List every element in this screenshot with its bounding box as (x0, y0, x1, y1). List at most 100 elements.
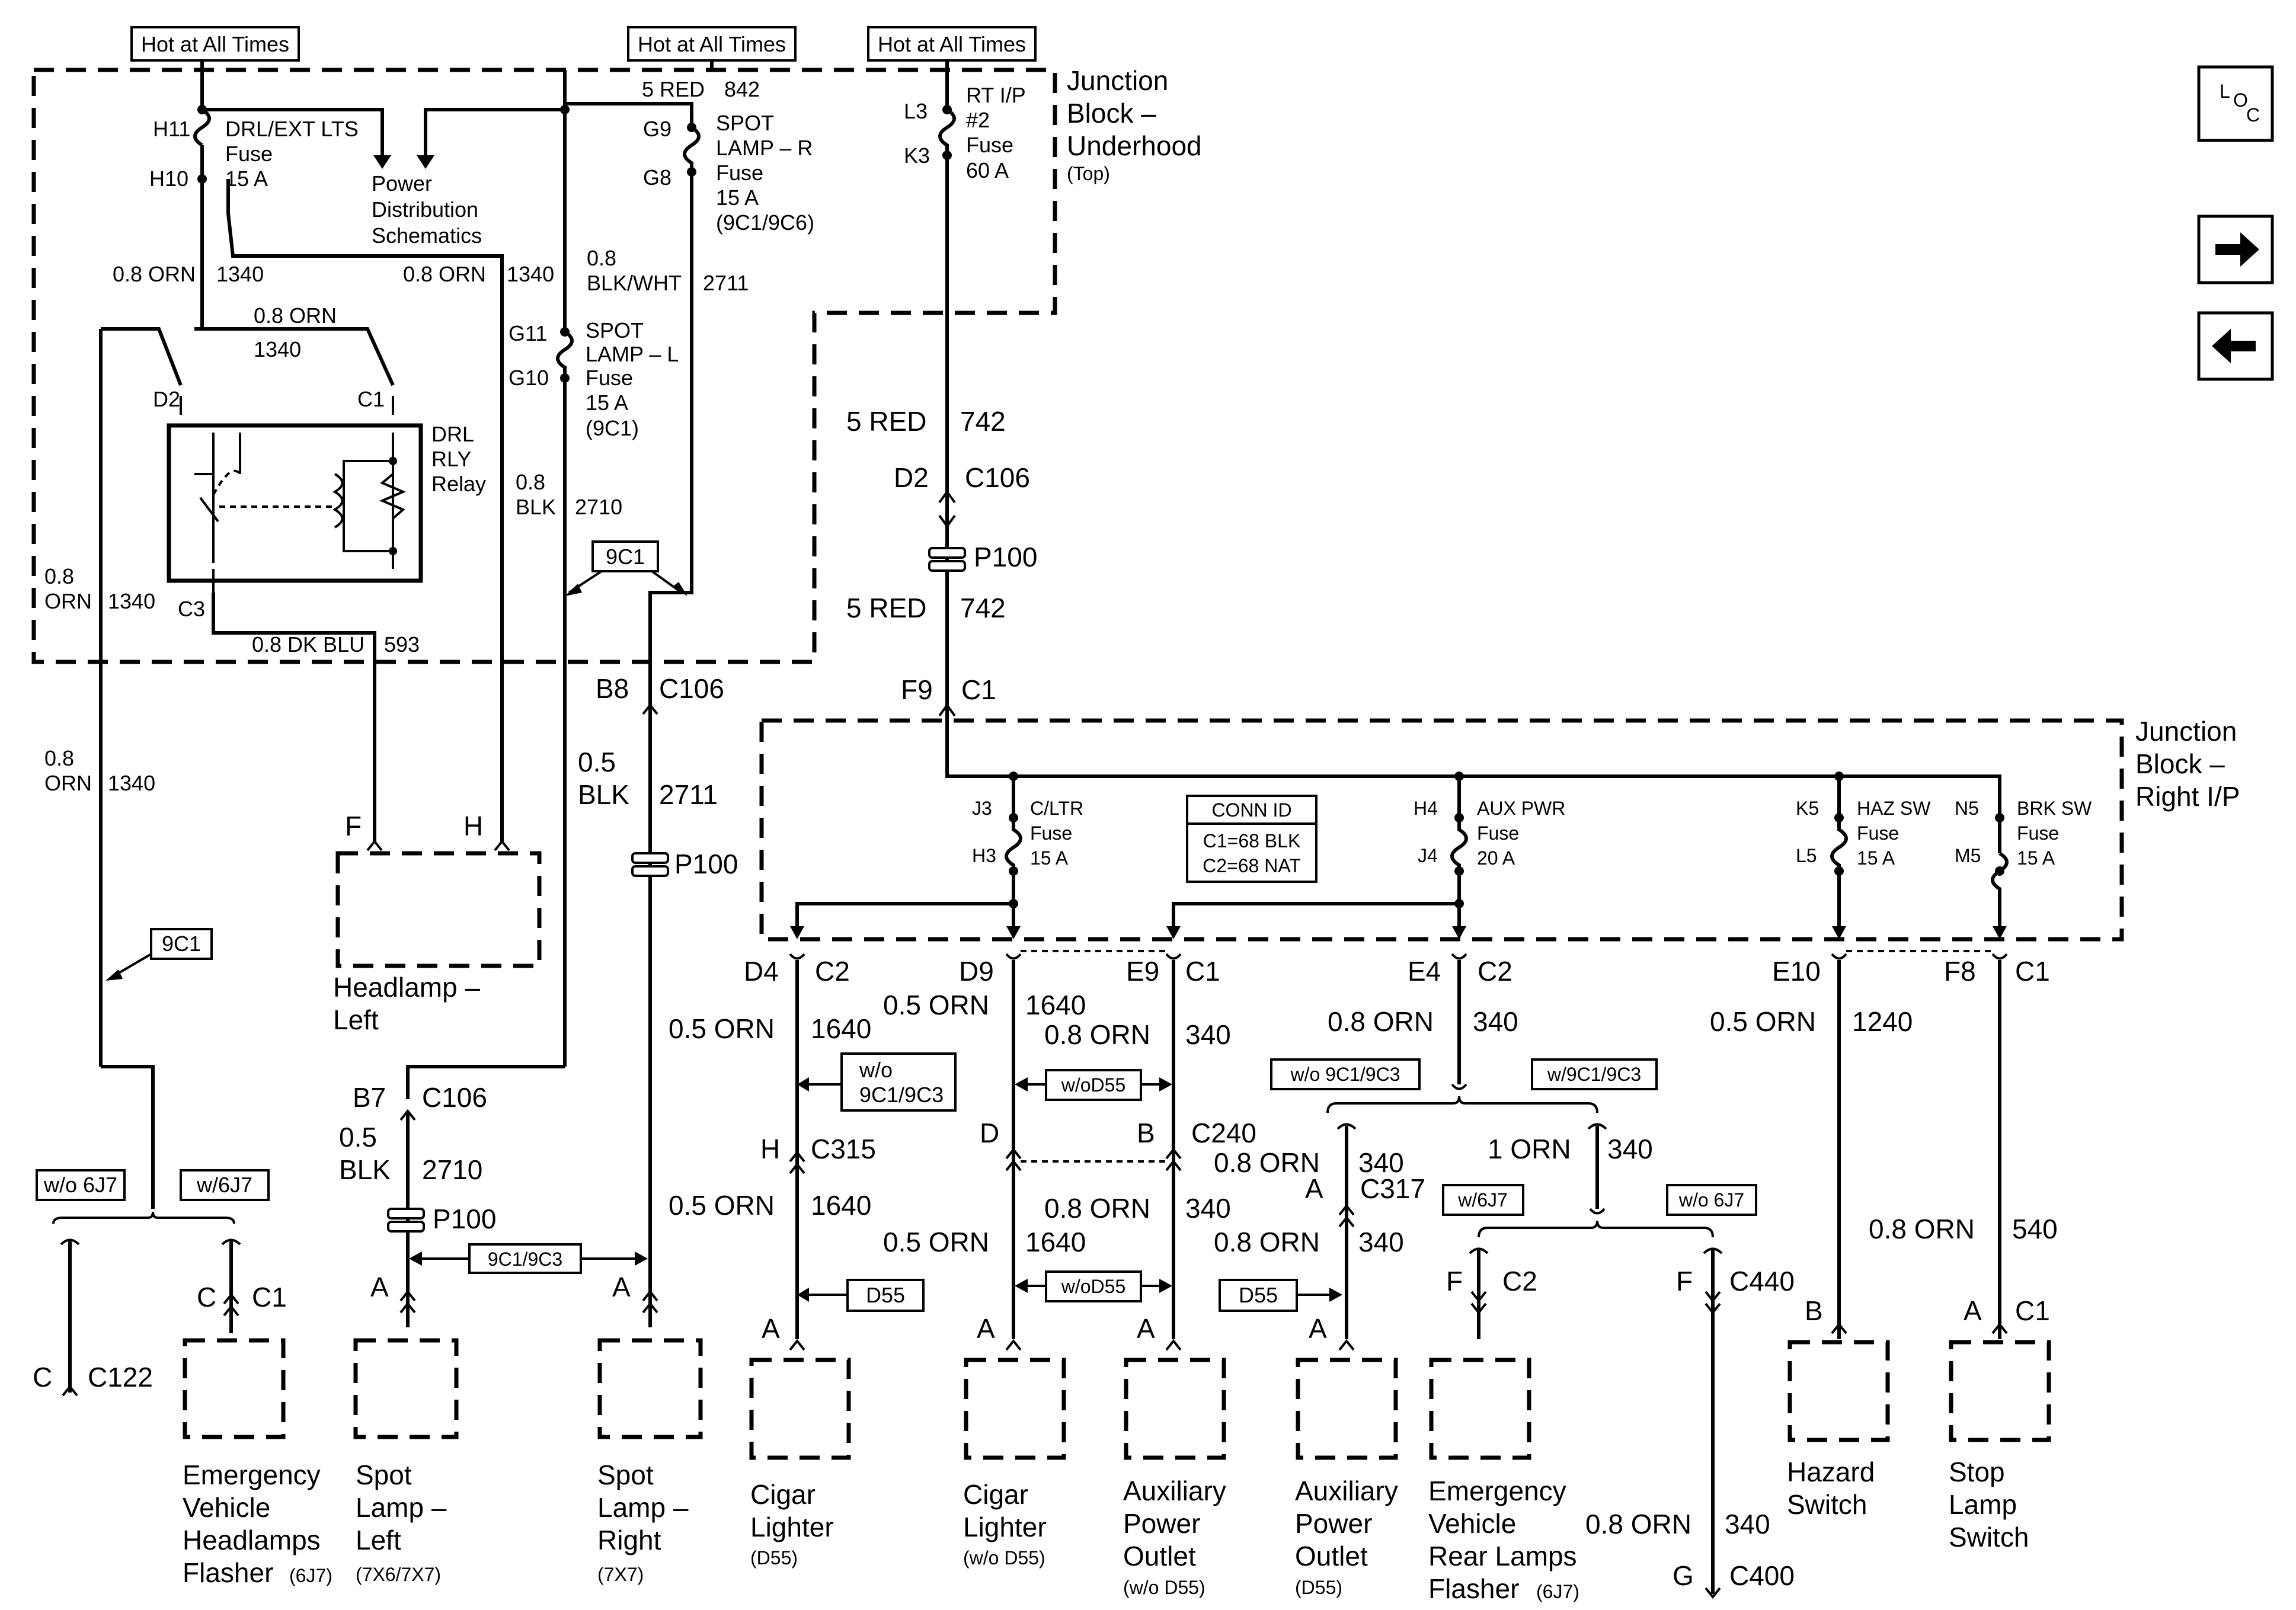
svg-text:0.8 ORN: 0.8 ORN (113, 262, 196, 286)
svg-text:1240: 1240 (1852, 1006, 1913, 1037)
svg-text:L: L (2220, 81, 2230, 102)
junction-block-underhood-outline (31, 68, 1057, 664)
svg-text:BLK: BLK (339, 1154, 391, 1185)
svg-text:A: A (1309, 1313, 1327, 1344)
svg-text:E4: E4 (1408, 956, 1441, 987)
svg-text:HAZ SW: HAZ SW (1857, 798, 1931, 819)
spot-lamp-left (353, 1338, 459, 1439)
svg-text:(D55): (D55) (750, 1547, 798, 1569)
svg-text:Fuse: Fuse (2017, 822, 2059, 844)
svg-text:LAMP – L: LAMP – L (586, 342, 679, 366)
svg-text:(6J7): (6J7) (1536, 1581, 1579, 1602)
svg-text:H: H (760, 1134, 780, 1164)
prev-page-button[interactable] (2197, 311, 2274, 381)
svg-text:G9: G9 (643, 117, 671, 141)
svg-text:J4: J4 (1418, 845, 1438, 866)
option-6j7-headlamps: w/o 6J7 w/6J7 (36, 1169, 270, 1224)
svg-text:SPOT: SPOT (716, 111, 774, 135)
svg-text:A: A (762, 1313, 780, 1344)
svg-text:Right: Right (597, 1525, 661, 1555)
spot-lamp-r-fuse-label: G9 G8 SPOT LAMP – R Fuse 15 A (9C1/9C6) (643, 111, 814, 235)
svg-text:Block –: Block – (1067, 98, 1156, 129)
svg-text:C1: C1 (1185, 956, 1220, 987)
svg-text:Lighter: Lighter (750, 1512, 834, 1542)
svg-text:C3: C3 (178, 597, 205, 621)
svg-text:B7: B7 (353, 1082, 386, 1113)
svg-text:Hazard: Hazard (1787, 1457, 1875, 1487)
svg-text:Fuse: Fuse (1030, 822, 1072, 844)
svg-text:0.8 ORN: 0.8 ORN (1869, 1214, 1975, 1244)
svg-text:Emergency: Emergency (183, 1459, 321, 1490)
option-d55-aux: D55 (1219, 1279, 1298, 1312)
svg-text:C1: C1 (252, 1282, 287, 1313)
svg-text:0.5 ORN: 0.5 ORN (1710, 1006, 1816, 1037)
cigar-lighter-wo-d55-label: Cigar Lighter (w/o D55) (963, 1479, 1047, 1569)
svg-text:15 A: 15 A (716, 185, 759, 210)
svg-text:60 A: 60 A (966, 158, 1009, 183)
hazard-switch (1787, 1340, 1890, 1442)
rt-ip-fuse-label: L3 K3 RT I/P #2 Fuse 60 A (904, 83, 1026, 183)
svg-text:J3: J3 (972, 798, 992, 819)
svg-text:DRL/EXT LTS: DRL/EXT LTS (225, 117, 359, 141)
cigar-lighter-d55-label: Cigar Lighter (D55) (750, 1479, 834, 1569)
svg-text:340: 340 (1358, 1227, 1404, 1257)
svg-text:Fuse: Fuse (1477, 822, 1519, 844)
loc-button[interactable]: L O C (2197, 65, 2274, 142)
fuse-labels-right-ip: J3 H3 C/LTR Fuse 15 A H4 J4 AUX PWR Fuse… (972, 798, 2092, 869)
spot-lamp-left-label: Spot Lamp – Left (7X6/7X7) (356, 1459, 447, 1585)
svg-text:L3: L3 (904, 99, 928, 123)
svg-text:#2: #2 (966, 108, 990, 132)
svg-text:C440: C440 (1729, 1266, 1795, 1297)
ev-rear-lamps-label: Emergency Vehicle Rear Lamps Flasher (6J… (1428, 1475, 1579, 1604)
svg-text:Relay: Relay (431, 472, 486, 496)
svg-text:P100: P100 (974, 542, 1037, 572)
next-page-button[interactable] (2197, 215, 2274, 284)
option-9c1-9c3-spot: 9C1/9C3 (468, 1243, 582, 1274)
svg-text:G8: G8 (643, 165, 671, 190)
svg-text:C400: C400 (1729, 1560, 1795, 1591)
svg-text:C: C (197, 1282, 216, 1313)
svg-text:CONN ID: CONN ID (1211, 799, 1291, 821)
svg-text:(w/o D55): (w/o D55) (1123, 1577, 1205, 1598)
svg-text:Outlet: Outlet (1295, 1541, 1368, 1571)
svg-text:Emergency: Emergency (1428, 1475, 1566, 1506)
svg-text:SPOT: SPOT (586, 318, 644, 343)
svg-text:AUX PWR: AUX PWR (1477, 798, 1565, 819)
svg-text:Left: Left (356, 1525, 401, 1555)
option-wo-d55-a: w/oD55 (1045, 1069, 1142, 1101)
svg-text:742: 742 (960, 406, 1006, 437)
svg-text:(D55): (D55) (1295, 1577, 1342, 1598)
svg-text:C315: C315 (811, 1134, 876, 1164)
svg-text:C2: C2 (1502, 1266, 1537, 1297)
svg-text:w/6J7: w/6J7 (196, 1173, 252, 1197)
headlamp-left (335, 851, 542, 968)
junction-block-right-ip-label: Junction Block – Right I/P (2135, 716, 2240, 812)
p100-connector-b: P100 (631, 849, 738, 879)
svg-text:F: F (345, 811, 362, 841)
option-d55-cigar: D55 (846, 1279, 925, 1312)
svg-text:0.5 ORN: 0.5 ORN (669, 1013, 775, 1044)
svg-text:C240: C240 (1191, 1118, 1256, 1148)
svg-text:C1: C1 (357, 387, 385, 411)
hazard-switch-label: Hazard Switch (1787, 1457, 1875, 1520)
hot-label-1: Hot at All Times (130, 26, 300, 62)
svg-text:C106: C106 (422, 1082, 487, 1113)
svg-text:Lamp –: Lamp – (356, 1492, 447, 1523)
svg-text:D9: D9 (959, 956, 994, 987)
svg-text:B: B (1805, 1295, 1823, 1326)
svg-text:LAMP – R: LAMP – R (716, 136, 813, 160)
svg-text:15 A: 15 A (1030, 847, 1069, 869)
svg-text:Hot at All Times: Hot at All Times (638, 32, 786, 56)
svg-text:593: 593 (384, 632, 420, 657)
svg-text:340: 340 (1358, 1147, 1404, 1178)
svg-text:2711: 2711 (659, 779, 718, 810)
svg-text:A: A (612, 1272, 631, 1302)
svg-text:340: 340 (1607, 1134, 1653, 1164)
svg-text:F8: F8 (1944, 956, 1976, 987)
svg-text:2710: 2710 (422, 1154, 482, 1185)
svg-text:C: C (2246, 104, 2260, 126)
svg-text:M5: M5 (1955, 845, 1981, 866)
svg-text:P100: P100 (674, 849, 738, 879)
svg-text:Hot at All Times: Hot at All Times (141, 32, 289, 56)
